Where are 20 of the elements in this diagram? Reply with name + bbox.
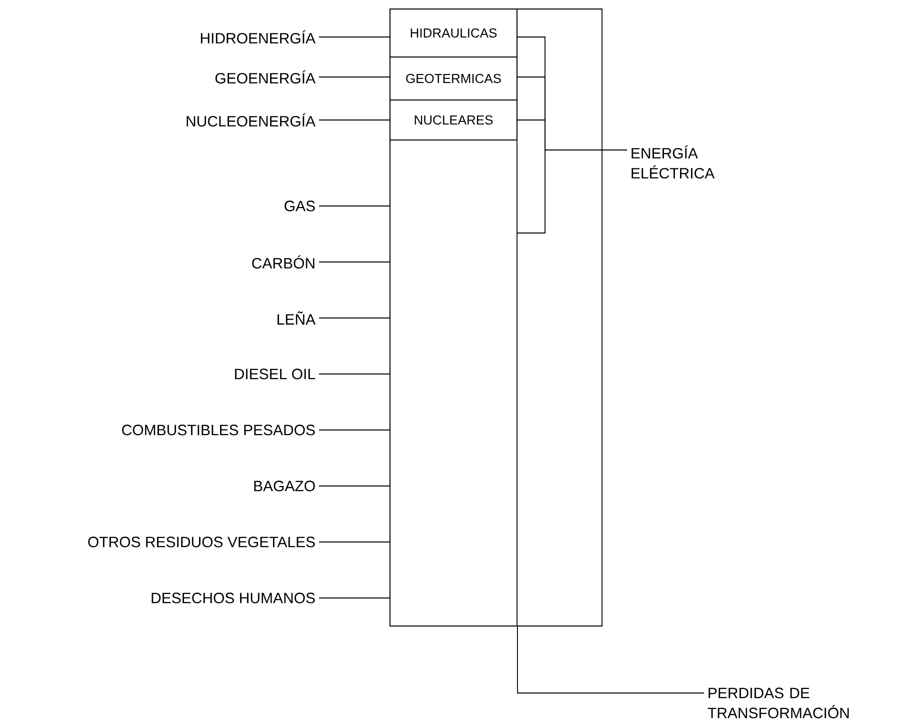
connector-line	[318, 36, 390, 38]
source-label: NUCLEOENERGÍA	[186, 113, 316, 127]
source-label: GEOENERGÍA	[215, 70, 316, 84]
cell-box: GEOTERMICAS	[390, 56, 518, 100]
source-label: OTROS RESIDUOS VEGETALES	[88, 536, 315, 548]
source-label: BAGAZO	[254, 480, 315, 492]
cell-box: HIDRAULICAS	[390, 8, 518, 58]
source-label: LEÑA	[278, 311, 316, 325]
cell-box: NUCLEARES	[390, 100, 518, 140]
source-label: CARBÓN	[252, 255, 314, 269]
source-label: GAS	[284, 200, 315, 212]
connector-line	[318, 76, 390, 78]
connector-line	[517, 150, 628, 234]
source-label: DESECHOS HUMANOS	[152, 592, 315, 604]
output-label: ENERGÍA ELÉCTRICA	[632, 145, 715, 179]
source-label: DIESEL OIL	[235, 368, 316, 380]
connector-line	[517, 626, 704, 694]
source-label: HIDROENERGÍA	[200, 30, 316, 44]
output-label: PERDIDAS DE TRANSFORMACIÓN	[708, 688, 849, 718]
source-label: COMBUSTIBLES PESADOS	[122, 424, 315, 436]
